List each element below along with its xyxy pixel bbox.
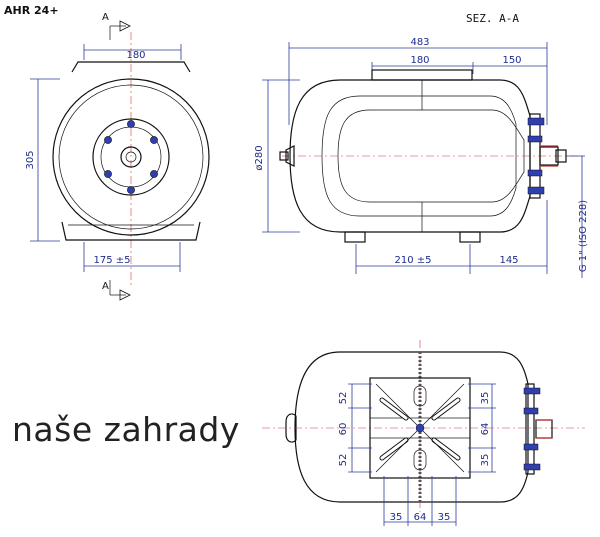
dim-side-feet: 210 ±5 (394, 255, 431, 266)
brand-logo-text: naše zahrady (12, 410, 240, 449)
dim-side-right: 150 (502, 55, 521, 66)
section-marker-top: A (102, 12, 109, 23)
dim-front-width: 180 (126, 50, 145, 61)
front-view: A A 180 305 (25, 12, 210, 301)
bottom-view: 52 60 52 35 64 35 35 64 35 (262, 340, 585, 526)
dim-plate-upper: 52 (338, 392, 349, 405)
dim-side-length: 483 (410, 37, 429, 48)
section-marker-bottom: A (102, 281, 109, 292)
dim-front-feet: 175 ±5 (93, 255, 130, 266)
dim-side-foot-right: 145 (499, 255, 518, 266)
dim-plate-bottom-left: 35 (390, 512, 403, 523)
dim-plate-bottom-right: 35 (438, 512, 451, 523)
dim-plate-lower: 52 (338, 454, 349, 467)
dim-side-diameter: ø280 (254, 145, 265, 170)
dim-plate-bottom-middle: 64 (414, 512, 427, 523)
dim-side-top: 180 (410, 55, 429, 66)
dim-plate-right-middle: 64 (480, 423, 491, 436)
dim-front-height: 305 (25, 150, 36, 169)
model-title: AHR 24+ (4, 4, 59, 17)
side-section-view: 483 180 150 (254, 37, 589, 278)
dim-plate-right-upper: 35 (480, 392, 491, 405)
section-title: SEZ. A-A (466, 12, 519, 25)
dim-connection: G 1" (ISO 228) (578, 200, 589, 272)
dim-plate-right-lower: 35 (480, 454, 491, 467)
dim-plate-middle: 60 (338, 423, 349, 436)
